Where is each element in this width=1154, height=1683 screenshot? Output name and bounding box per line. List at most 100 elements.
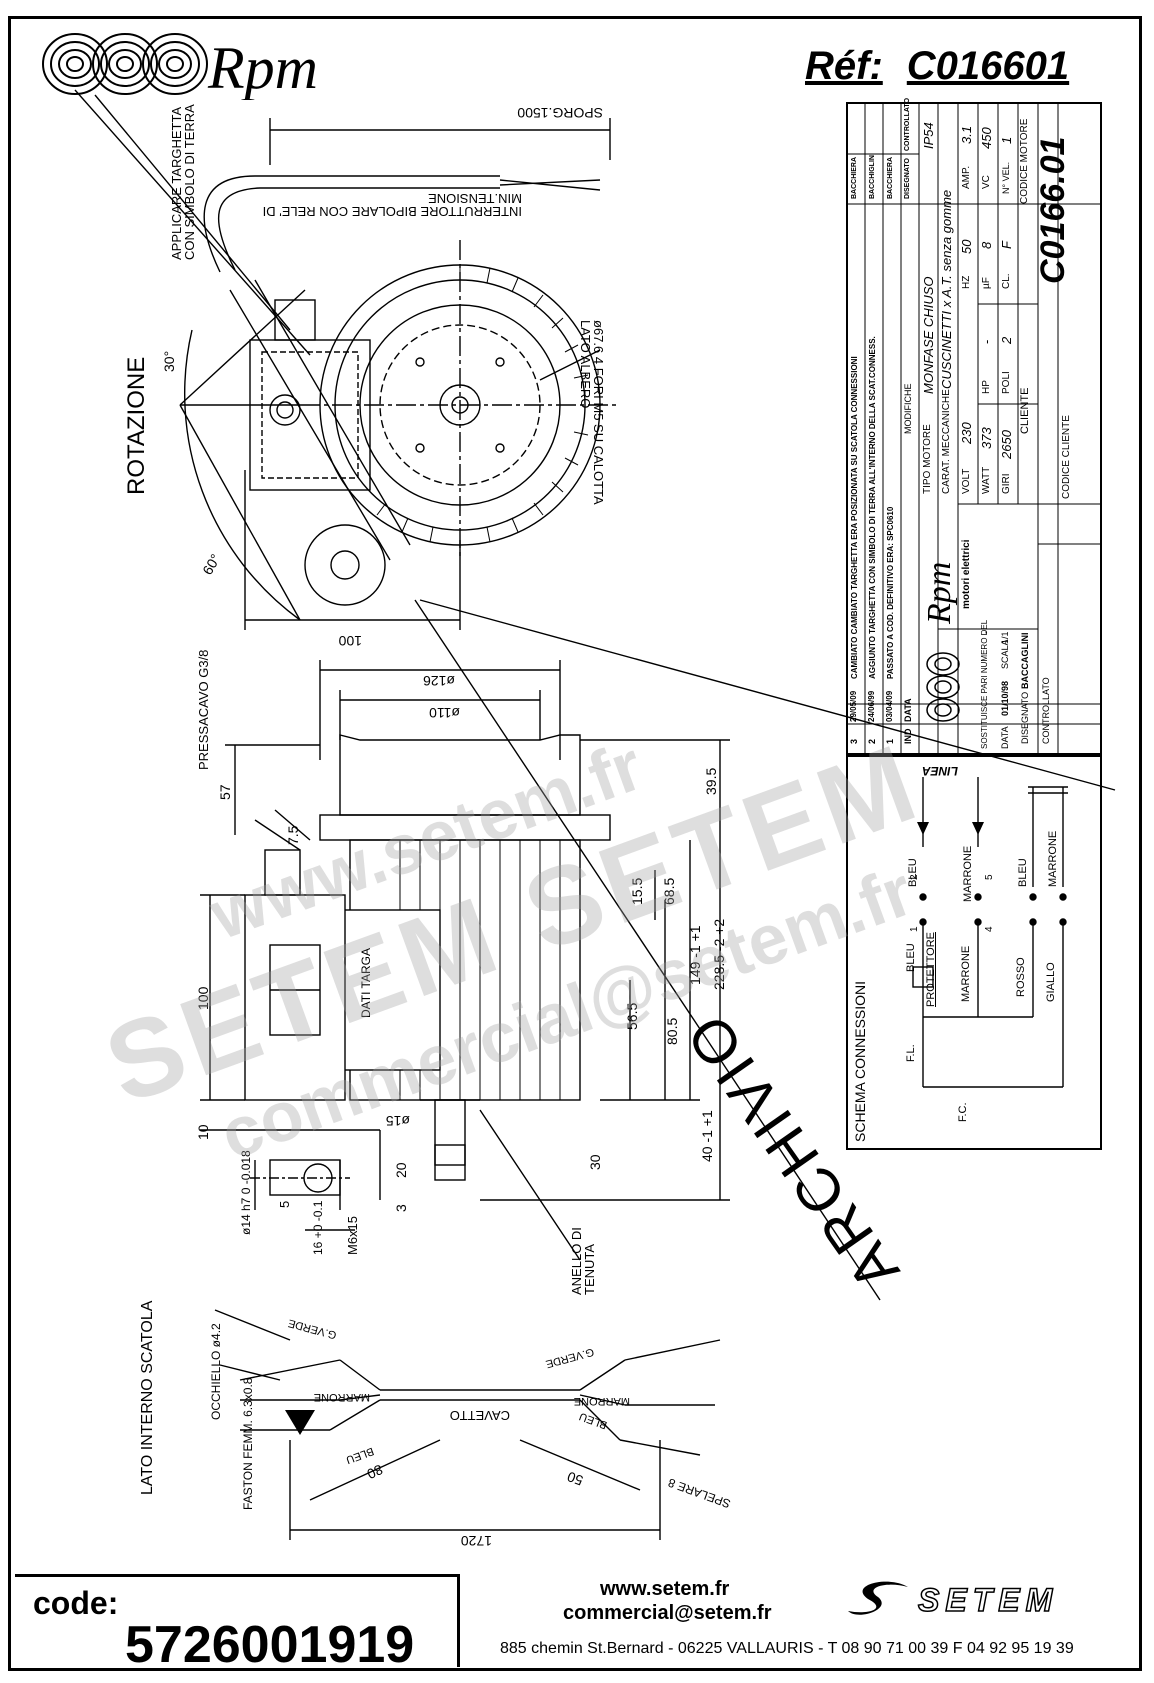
- amp-value: 3.1: [959, 125, 974, 144]
- vel-label: N° VEL.: [1001, 161, 1011, 194]
- schema-bleu-1: BLEU: [907, 858, 919, 887]
- volt-label: VOLT: [961, 468, 972, 494]
- schema-giallo: GIALLO: [1045, 962, 1057, 1002]
- ip-rating: IP54: [921, 122, 936, 149]
- dim-7-5: 7.5: [285, 825, 301, 845]
- dim-m6: M6x15: [345, 1215, 360, 1255]
- col-mod: MODIFICHE: [903, 383, 913, 435]
- nameplate-area: [339, 909, 441, 1071]
- schema-fc: F.C.: [957, 1102, 969, 1122]
- reference-number: Réf: C016601: [805, 44, 1069, 89]
- dim-5: 5: [277, 1200, 292, 1208]
- dim-40: 40 -1 +1: [699, 1110, 715, 1162]
- rev-text-1: PASSATO A COD. DEFINITIVO ERA: SPC0610: [886, 506, 895, 679]
- rev-drawn-2: BACCHIGLINI: [869, 153, 876, 199]
- motor-type: MONFASE CHIUSO: [921, 276, 936, 395]
- motor-code-label: CODICE MOTORE: [1019, 118, 1030, 204]
- label-switch: INTERRUTTORE BIPOLARE CON RELE' DI MIN.T…: [262, 191, 522, 219]
- cable-length-top: SPORG.1500: [517, 105, 603, 121]
- tb-logo-sub: motori elettrici: [961, 539, 972, 609]
- hz-label: HZ: [961, 275, 972, 289]
- schema-title: SCHEMA CONNESSIONI: [852, 980, 868, 1142]
- ref-value: C016601: [906, 44, 1070, 88]
- schema-rosso: ROSSO: [1015, 957, 1027, 997]
- angle-30: 30°: [161, 350, 177, 372]
- cl-label: CL.: [1001, 273, 1012, 289]
- rpm-logo-text: Rpm: [207, 35, 318, 100]
- holes-note: ø67.6 4 FORI M5 SU CALOTTA LATO ALBERO: [578, 320, 606, 504]
- client-label: CLIENTE: [1019, 387, 1031, 434]
- cable-length-bottom: 1720: [460, 1533, 492, 1549]
- footer-website[interactable]: www.setem.fr: [600, 1578, 730, 1600]
- schema-linea: LINEA: [922, 764, 958, 778]
- client-code-label: CODICE CLIENTE: [1061, 415, 1072, 499]
- footer-email[interactable]: commercial@setem.fr: [563, 1602, 772, 1624]
- schema-n5: 5: [984, 874, 995, 880]
- wire-marrone-right: MARRONE: [573, 1395, 630, 1407]
- date-label: DATA: [1000, 726, 1010, 749]
- label-rotation: ROTAZIONE: [123, 356, 150, 495]
- cable-gland: PRESSACAVO G3/8: [196, 649, 211, 770]
- dim-110: ø110: [429, 705, 460, 721]
- col-checked: CONTROLLATO: [904, 97, 911, 151]
- checked-label: CONTROLLATO: [1041, 677, 1051, 744]
- watt-label: WATT: [981, 466, 992, 494]
- motor-type-label: TIPO MOTORE: [922, 424, 933, 494]
- vel-value: 1: [999, 136, 1014, 144]
- rev-drawn-1: BACCHIERA: [887, 157, 894, 199]
- volt-value: 230: [959, 422, 974, 444]
- uf-value: 8: [979, 241, 994, 249]
- drawn-label: DISEGNATO: [1020, 691, 1030, 744]
- schema-marrone-1: MARRONE: [962, 845, 974, 902]
- amp-label: AMP.: [961, 165, 972, 189]
- faston-label: FASTON FEMM. 6.3x0.8: [241, 1377, 255, 1510]
- inner-side-label: LATO INTERNO SCATOLA: [139, 1300, 156, 1495]
- tb-logo: Rpm: [921, 562, 958, 624]
- schema-bleu-3: BLEU: [905, 943, 917, 972]
- leader-line: [74, 89, 311, 356]
- watt-value: 373: [979, 427, 994, 449]
- rev-text-3: CAMBIATO CAMBIATO TARGHETTA ERA POSIZION…: [850, 356, 859, 679]
- mech-value: CUSCINETTI x A.T. senza gomme: [939, 189, 954, 389]
- col-date: DATA: [903, 698, 913, 722]
- schema-marrone-2: MARRONE: [1047, 830, 1059, 887]
- giri-label: GIRI: [1001, 473, 1012, 494]
- motor-code: C0166.01: [1034, 136, 1072, 284]
- poli-value: 2: [999, 336, 1014, 344]
- rpm-logo: Rpm: [40, 30, 360, 101]
- dim-10: 10: [195, 1124, 211, 1140]
- schema-fl: F.L.: [905, 1044, 917, 1062]
- connection-schema: SCHEMA CONNESSIONI LINEA BLEU MARRONE BL…: [846, 755, 1102, 1150]
- replaces-value: -: [980, 630, 992, 634]
- rev-text-2: AGGIUNTO TARGHETTA CON SIMBOLO DI TERRA …: [868, 336, 877, 679]
- schema-protettore: PROTETTORE: [925, 932, 937, 1007]
- hz-value: 50: [959, 239, 974, 254]
- scale-value: 1/1: [1000, 631, 1010, 644]
- drawing-sheet: [8, 16, 1142, 1671]
- dim-20: 20: [393, 1162, 409, 1178]
- date-value: 01/10/98: [1000, 680, 1010, 716]
- rev-drawn-3: BACCHIERA: [851, 157, 858, 199]
- eyelet-label: OCCHIELLO ø4.2: [209, 1323, 223, 1420]
- code-value: 5726001919: [125, 1616, 415, 1674]
- rev-date-2: 24/06/99: [867, 690, 876, 722]
- replaces-label: SOSTITUISCE PARI NUMERO DEL: [980, 619, 989, 749]
- ref-label: Réf:: [805, 44, 883, 88]
- rev-date-3: 29/05/09: [849, 690, 858, 722]
- cable-label: CAVETTO: [449, 1408, 510, 1423]
- dim-100-top: 100: [338, 633, 362, 649]
- code-label: code:: [33, 1585, 119, 1621]
- uf-label: µF: [981, 277, 992, 289]
- seal-label: ANELLO DI TENUTA: [569, 1227, 597, 1295]
- poli-label: POLI: [1001, 371, 1012, 394]
- mech-label: CARAT. MECCANICHE: [941, 389, 952, 494]
- schema-n4: 4: [984, 926, 995, 932]
- dim-126: ø126: [423, 673, 455, 689]
- dim-30: 30: [587, 1154, 603, 1170]
- hp-label: HP: [981, 380, 992, 394]
- tb-rpm-coils: [923, 652, 963, 722]
- col-ind: IND: [903, 728, 913, 745]
- setem-logo: SETEM: [848, 1575, 1108, 1623]
- code-box: code: 5726001919: [15, 1574, 460, 1674]
